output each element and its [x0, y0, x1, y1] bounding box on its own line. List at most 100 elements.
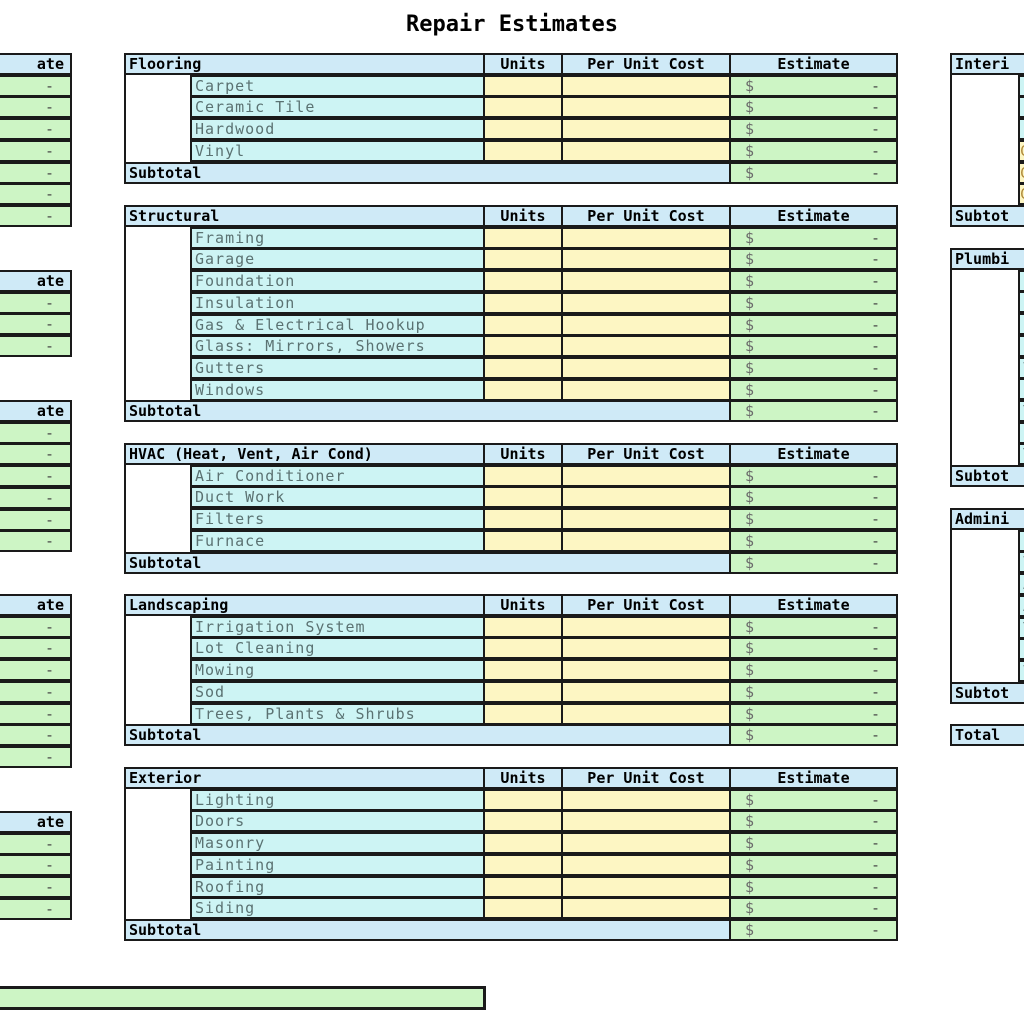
estimate-cell[interactable]: $- [729, 227, 898, 249]
estimate-cell[interactable]: - [0, 140, 72, 162]
per-unit-cost-input[interactable] [561, 292, 731, 314]
estimate-cell[interactable]: $- [729, 659, 898, 681]
per-unit-cost-input[interactable] [561, 703, 731, 725]
estimate-cell[interactable]: $- [729, 335, 898, 357]
units-input[interactable] [483, 270, 563, 292]
estimate-cell[interactable]: $- [729, 248, 898, 270]
subtotal-estimate[interactable]: $- [729, 919, 898, 941]
per-unit-cost-input[interactable] [561, 379, 731, 401]
estimate-cell[interactable]: - [0, 509, 72, 531]
estimate-cell[interactable]: - [0, 183, 72, 205]
estimate-cell[interactable]: $- [729, 897, 898, 919]
per-unit-cost-input[interactable] [561, 140, 731, 162]
per-unit-cost-input[interactable] [561, 248, 731, 270]
estimate-cell[interactable]: - [0, 292, 72, 314]
estimate-cell[interactable]: - [0, 616, 72, 638]
units-input[interactable] [483, 789, 563, 811]
estimate-cell[interactable]: $- [729, 75, 898, 97]
estimate-cell[interactable]: - [0, 487, 72, 509]
per-unit-cost-input[interactable] [561, 616, 731, 638]
per-unit-cost-input[interactable] [561, 832, 731, 854]
estimate-cell[interactable]: - [0, 746, 72, 768]
estimate-cell[interactable]: $- [729, 530, 898, 552]
per-unit-cost-input[interactable] [561, 227, 731, 249]
estimate-cell[interactable]: - [0, 443, 72, 465]
estimate-cell[interactable]: - [0, 530, 72, 552]
estimate-cell[interactable]: $- [729, 118, 898, 140]
units-input[interactable] [483, 248, 563, 270]
estimate-cell[interactable]: $- [729, 616, 898, 638]
estimate-cell[interactable]: $- [729, 314, 898, 336]
estimate-cell[interactable]: - [0, 335, 72, 357]
estimate-cell[interactable]: - [0, 703, 72, 725]
estimate-cell[interactable]: - [0, 465, 72, 487]
estimate-cell[interactable]: $- [729, 789, 898, 811]
estimate-cell[interactable]: $- [729, 96, 898, 118]
estimate-cell[interactable]: $- [729, 465, 898, 487]
per-unit-cost-input[interactable] [561, 314, 731, 336]
units-input[interactable] [483, 314, 563, 336]
estimate-cell[interactable]: - [0, 854, 72, 876]
estimate-cell[interactable]: - [0, 205, 72, 227]
per-unit-cost-input[interactable] [561, 118, 731, 140]
estimate-cell[interactable]: $- [729, 292, 898, 314]
estimate-cell[interactable]: $- [729, 486, 898, 508]
estimate-cell[interactable]: - [0, 637, 72, 659]
units-input[interactable] [483, 357, 563, 379]
units-input[interactable] [483, 854, 563, 876]
units-input[interactable] [483, 508, 563, 530]
per-unit-cost-input[interactable] [561, 789, 731, 811]
units-input[interactable] [483, 659, 563, 681]
per-unit-cost-input[interactable] [561, 465, 731, 487]
units-input[interactable] [483, 140, 563, 162]
estimate-cell[interactable]: $- [729, 854, 898, 876]
estimate-cell[interactable]: - [0, 75, 72, 97]
units-input[interactable] [483, 832, 563, 854]
units-input[interactable] [483, 118, 563, 140]
estimate-cell[interactable]: - [0, 659, 72, 681]
units-input[interactable] [483, 335, 563, 357]
units-input[interactable] [483, 227, 563, 249]
estimate-cell[interactable]: $- [729, 357, 898, 379]
per-unit-cost-input[interactable] [561, 876, 731, 898]
estimate-cell[interactable]: $- [729, 637, 898, 659]
estimate-cell[interactable]: $- [729, 270, 898, 292]
per-unit-cost-input[interactable] [561, 854, 731, 876]
estimate-cell[interactable]: - [0, 118, 72, 140]
per-unit-cost-input[interactable] [561, 681, 731, 703]
per-unit-cost-input[interactable] [561, 96, 731, 118]
estimate-cell[interactable]: - [0, 313, 72, 335]
estimate-cell[interactable]: - [0, 96, 72, 118]
estimate-cell[interactable]: $- [729, 876, 898, 898]
estimate-cell[interactable]: $- [729, 508, 898, 530]
estimate-cell[interactable]: - [0, 681, 72, 703]
units-input[interactable] [483, 292, 563, 314]
units-input[interactable] [483, 703, 563, 725]
per-unit-cost-input[interactable] [561, 659, 731, 681]
per-unit-cost-input[interactable] [561, 897, 731, 919]
subtotal-estimate[interactable]: $- [729, 162, 898, 184]
subtotal-estimate[interactable]: $- [729, 400, 898, 422]
estimate-cell[interactable]: $- [729, 832, 898, 854]
units-input[interactable] [483, 897, 563, 919]
estimate-cell[interactable]: $- [729, 681, 898, 703]
estimate-cell[interactable]: - [0, 162, 72, 184]
units-input[interactable] [483, 637, 563, 659]
estimate-cell[interactable]: $- [729, 810, 898, 832]
estimate-cell[interactable]: - [0, 724, 72, 746]
units-input[interactable] [483, 465, 563, 487]
units-input[interactable] [483, 75, 563, 97]
estimate-cell[interactable]: - [0, 898, 72, 920]
subtotal-estimate[interactable]: $- [729, 724, 898, 746]
per-unit-cost-input[interactable] [561, 75, 731, 97]
per-unit-cost-input[interactable] [561, 637, 731, 659]
units-input[interactable] [483, 876, 563, 898]
units-input[interactable] [483, 681, 563, 703]
estimate-cell[interactable]: $- [729, 140, 898, 162]
per-unit-cost-input[interactable] [561, 486, 731, 508]
units-input[interactable] [483, 486, 563, 508]
per-unit-cost-input[interactable] [561, 508, 731, 530]
estimate-cell[interactable]: - [0, 422, 72, 444]
per-unit-cost-input[interactable] [561, 335, 731, 357]
units-input[interactable] [483, 810, 563, 832]
